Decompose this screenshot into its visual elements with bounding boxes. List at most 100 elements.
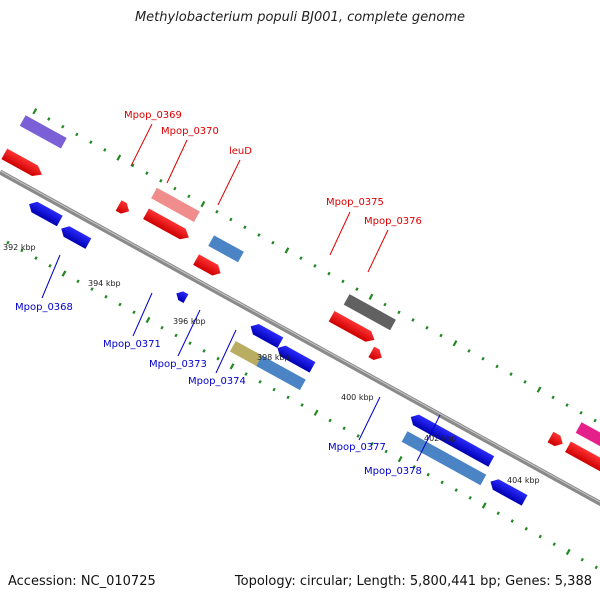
- gene-feature[interactable]: [115, 200, 132, 216]
- minor-tick: [495, 364, 499, 369]
- tick-row-lower: [6, 240, 598, 570]
- major-tick: [452, 340, 458, 347]
- minor-tick: [356, 434, 360, 438]
- major-tick: [481, 502, 487, 509]
- minor-tick: [299, 256, 303, 261]
- minor-tick: [132, 310, 136, 315]
- gene-label-mpop-0377[interactable]: Mpop_0377: [328, 442, 386, 453]
- minor-tick: [594, 565, 598, 570]
- minor-tick: [538, 534, 542, 539]
- minor-tick: [300, 403, 304, 407]
- gene-feature[interactable]: [547, 431, 566, 449]
- major-tick: [284, 247, 290, 254]
- gene-label-mpop-0368[interactable]: Mpop_0368: [15, 302, 73, 313]
- gene-feature[interactable]: [208, 235, 244, 263]
- minor-tick: [341, 279, 345, 284]
- kbp-label: 404 kbp: [507, 476, 540, 485]
- gene-feature[interactable]: [565, 441, 600, 484]
- gene-feature[interactable]: [1, 148, 44, 180]
- major-tick: [536, 386, 542, 393]
- tick-row-upper: [32, 108, 597, 423]
- minor-tick: [496, 511, 500, 516]
- minor-tick: [174, 333, 178, 338]
- minor-tick: [383, 302, 387, 307]
- minor-tick: [524, 526, 528, 531]
- minor-tick: [384, 449, 388, 454]
- gene-feature[interactable]: [19, 115, 67, 149]
- minor-tick: [103, 148, 107, 152]
- minor-tick: [20, 248, 24, 253]
- major-tick: [565, 548, 571, 556]
- gene-feature[interactable]: [488, 476, 528, 506]
- gene-label-mpop-0376[interactable]: Mpop_0376: [364, 216, 422, 227]
- gene-label-mpop-0371[interactable]: Mpop_0371: [103, 339, 161, 350]
- gene-leuD[interactable]: [193, 254, 223, 278]
- minor-tick: [75, 132, 79, 137]
- gene-mpop-0375[interactable]: [343, 294, 396, 331]
- gene-mpop-0378[interactable]: [401, 431, 487, 486]
- minor-tick: [565, 403, 569, 407]
- accession-text: Accession: NC_010725: [8, 574, 156, 589]
- gene-feature[interactable]: [575, 422, 600, 459]
- gene-mpop-0370[interactable]: [143, 208, 192, 243]
- gene-label-mpop-0374[interactable]: Mpop_0374: [188, 376, 246, 387]
- minor-tick: [411, 318, 415, 322]
- major-tick: [200, 200, 206, 208]
- genome-summary-text: Topology: circular; Length: 5,800,441 bp…: [234, 574, 592, 589]
- kbp-label: 402 kbp: [424, 434, 457, 443]
- gene-feature[interactable]: [58, 223, 92, 249]
- gene-mpop-0377[interactable]: [408, 412, 495, 467]
- gene-label-mpop-0378[interactable]: Mpop_0378: [364, 466, 422, 477]
- minor-tick: [468, 495, 472, 500]
- major-tick: [368, 293, 374, 300]
- gene-label-mpop-0370[interactable]: Mpop_0370: [161, 126, 219, 137]
- minor-tick: [579, 410, 583, 415]
- gene-feature[interactable]: [275, 343, 316, 373]
- gene-label-mpop-0369[interactable]: Mpop_0369: [124, 110, 182, 121]
- gene-mpop-0371[interactable]: [174, 289, 189, 304]
- gene-label-mpop-0375[interactable]: Mpop_0375: [326, 197, 384, 208]
- minor-tick: [552, 542, 556, 547]
- minor-tick: [454, 488, 458, 492]
- minor-tick: [272, 387, 276, 392]
- minor-tick: [439, 333, 443, 338]
- gene-feature[interactable]: [248, 321, 284, 349]
- minor-tick: [159, 178, 163, 183]
- minor-tick: [215, 209, 219, 214]
- minor-tick: [229, 217, 233, 222]
- minor-tick: [327, 271, 331, 276]
- minor-tick: [370, 441, 374, 446]
- major-tick: [32, 108, 38, 115]
- gene-mpop-0376[interactable]: [328, 310, 378, 345]
- minor-tick: [355, 287, 359, 291]
- gene-mpop-0369[interactable]: [151, 187, 200, 222]
- minor-tick: [47, 117, 51, 121]
- minor-tick: [440, 480, 444, 485]
- minor-tick: [243, 225, 247, 230]
- gene-mpop-0374[interactable]: [256, 355, 306, 391]
- minor-tick: [426, 472, 430, 477]
- minor-tick: [131, 163, 135, 168]
- gene-mpop-0368[interactable]: [26, 199, 63, 227]
- minor-tick: [216, 356, 220, 361]
- gene-label-mpop-0373[interactable]: Mpop_0373: [149, 359, 207, 370]
- minor-tick: [104, 294, 108, 299]
- minor-tick: [61, 124, 65, 129]
- gene-mpop-0373[interactable]: [229, 340, 262, 366]
- minor-tick: [425, 325, 429, 330]
- minor-tick: [90, 287, 94, 291]
- map-title: Methylobacterium populi BJ001, complete …: [134, 10, 466, 25]
- minor-tick: [48, 263, 52, 268]
- gene-feature[interactable]: [368, 346, 384, 363]
- kbp-label: 394 kbp: [88, 279, 121, 288]
- minor-tick: [467, 349, 471, 353]
- kbp-label: 398 kbp: [257, 353, 290, 362]
- minor-tick: [244, 372, 248, 376]
- minor-tick: [202, 349, 206, 353]
- minor-tick: [412, 465, 416, 469]
- major-tick: [229, 363, 235, 370]
- minor-tick: [6, 240, 10, 245]
- gene-label-leuD[interactable]: leuD: [229, 146, 252, 157]
- kbp-label: 392 kbp: [3, 243, 36, 252]
